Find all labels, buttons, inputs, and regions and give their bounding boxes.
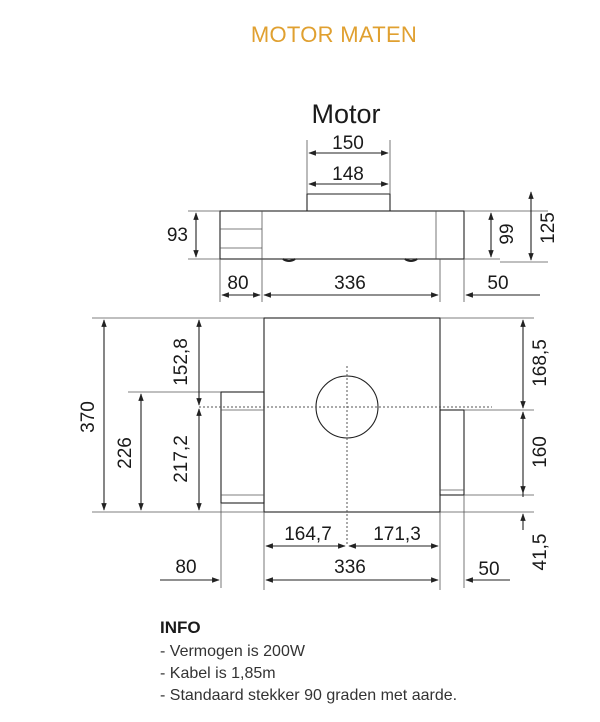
dim-148: 148: [308, 164, 389, 187]
top-view-body: [219, 193, 465, 262]
label-168-5: 168,5: [530, 339, 551, 387]
dim-150: 150: [306, 133, 391, 194]
dim-164-7: 164,7: [263, 512, 441, 590]
label-171-3: 171,3: [373, 524, 421, 545]
dim-217-2: 217,2: [171, 408, 202, 511]
front-view-bottom-dims: 80 336 50: [160, 495, 510, 588]
label-148: 148: [332, 164, 364, 185]
info-heading: INFO: [160, 618, 201, 637]
label-152-8: 152,8: [171, 338, 192, 386]
info-item-power: - Vermogen is 200W: [160, 643, 305, 660]
label-99: 99: [497, 223, 518, 244]
diagram-title: Motor: [311, 99, 380, 129]
label-front-50: 50: [478, 559, 499, 580]
label-226: 226: [115, 437, 136, 469]
dim-125: 125: [500, 191, 559, 263]
label-top-50: 50: [487, 273, 508, 294]
dim-93: 93: [167, 210, 220, 260]
label-41-5: 41,5: [530, 534, 551, 571]
dim-226: 226: [115, 391, 221, 511]
front-view-body: [199, 317, 492, 545]
label-front-336: 336: [334, 557, 366, 578]
label-93: 93: [167, 225, 188, 246]
dim-171-3: 171,3: [348, 524, 439, 549]
dim-160: 160: [464, 411, 551, 496]
page-title: MOTOR MATEN: [250, 22, 418, 47]
info-item-plug: - Standaard stekker 90 graden met aarde.: [160, 687, 458, 704]
label-160: 160: [530, 436, 551, 468]
label-top-80: 80: [227, 273, 248, 294]
label-217-2: 217,2: [171, 435, 192, 483]
motor-dimension-diagram: Motor 150 148 93 99: [78, 99, 559, 590]
label-front-80: 80: [175, 557, 196, 578]
dim-370: 370: [78, 317, 264, 513]
info-item-cable: - Kabel is 1,85m: [160, 665, 276, 682]
dim-41-5: 41,5: [440, 490, 551, 570]
label-370: 370: [78, 401, 99, 433]
info-section: INFO - Vermogen is 200W - Kabel is 1,85m…: [160, 618, 457, 707]
label-150: 150: [332, 133, 364, 154]
label-top-336: 336: [334, 273, 366, 294]
label-164-7: 164,7: [284, 524, 332, 545]
dim-99: 99: [464, 210, 548, 260]
label-125: 125: [538, 212, 559, 244]
dim-152-8: 152,8: [171, 319, 202, 406]
top-view-bottom-dims: 80 336 50: [219, 259, 540, 302]
dim-168-5: 168,5: [440, 317, 551, 411]
